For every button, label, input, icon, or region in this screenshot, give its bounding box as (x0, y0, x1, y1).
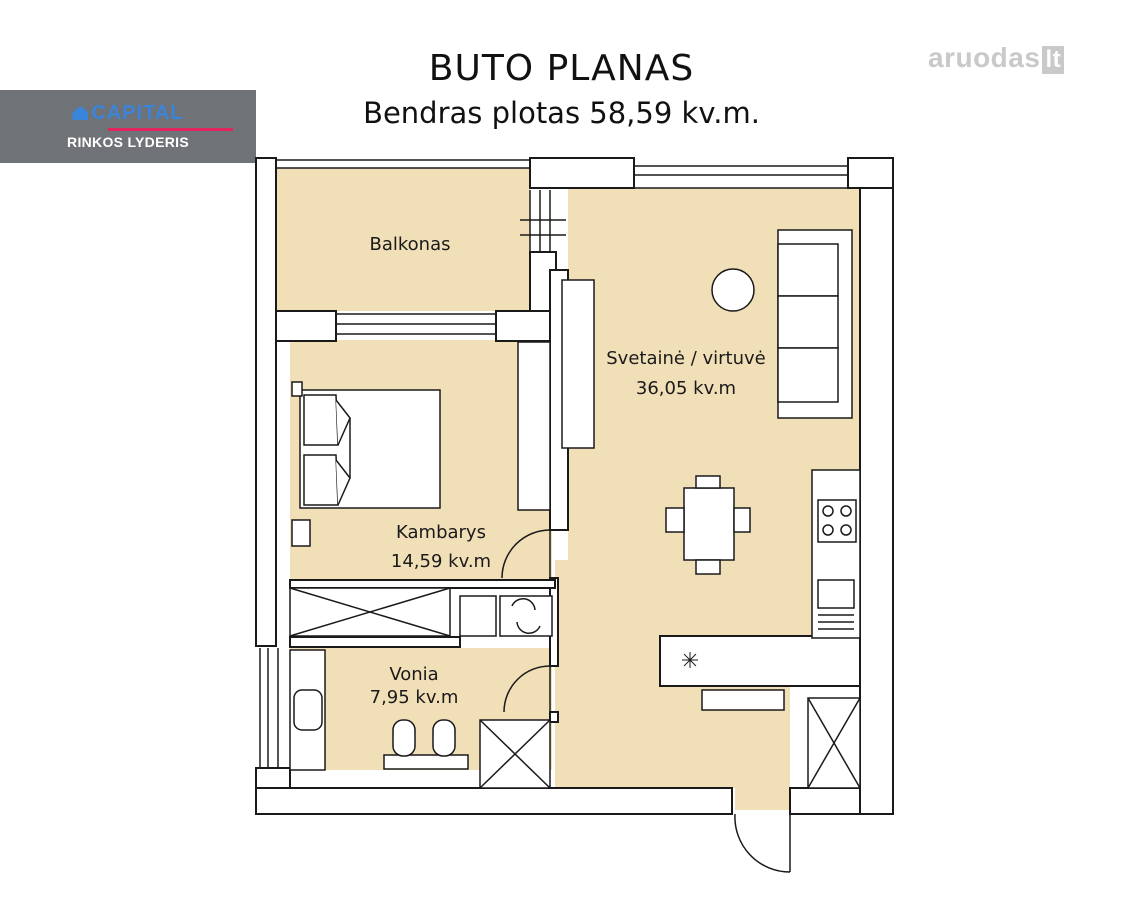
bedroom-name-label: Kambarys (396, 522, 486, 543)
bedroom-door (501, 529, 551, 579)
living-name-label: Svetainė / virtuvė (606, 348, 765, 369)
window-bedroom (336, 313, 496, 335)
bath-name-label: Vonia (389, 664, 438, 685)
house-icon (72, 106, 89, 120)
entry-floor (735, 700, 790, 810)
doors (501, 529, 791, 873)
entry-door (734, 813, 791, 873)
wall-bedroom-top-right (495, 310, 557, 342)
windows (259, 159, 848, 768)
wall-bedroom-bottom (289, 579, 556, 589)
agency-logo: CAPITAL RINKOS LYDERIS (0, 90, 256, 163)
wall-left-upper (255, 157, 277, 647)
window-living-top (634, 165, 848, 189)
double-bed (291, 381, 441, 547)
wall-top-mid (529, 157, 635, 189)
plan-title: BUTO PLANAS (428, 48, 695, 89)
kitchen-counter (811, 469, 861, 639)
balcony-door (520, 190, 566, 252)
total-area-subtitle: Bendras plotas 58,59 kv.m. (363, 96, 760, 130)
wall-top-right (847, 157, 894, 189)
watermark-text: aruodas (928, 42, 1041, 73)
entry-cabinet (807, 697, 861, 789)
bath-area-label: 7,95 kv.m (370, 687, 459, 708)
balcony-label: Balkonas (370, 234, 451, 255)
bath-door (503, 665, 551, 713)
tall-cabinet (561, 279, 595, 449)
built-in-wardrobe (289, 587, 451, 637)
hall-shelf (701, 689, 785, 711)
bedroom-wardrobe (517, 341, 551, 511)
round-table (711, 268, 755, 312)
wall-bedroom-top-left (275, 310, 337, 342)
wall-right (859, 157, 894, 815)
dining-set (665, 475, 751, 575)
wall-bath-top (289, 636, 461, 648)
window-bath (259, 648, 279, 768)
brand-underline (108, 128, 233, 131)
watermark-suffix: lt (1042, 46, 1065, 74)
bedroom-area-label: 14,59 kv.m (391, 551, 491, 572)
agency-tagline: RINKOS LYDERIS (67, 134, 189, 150)
fridge-mark (682, 652, 698, 668)
agency-brand: CAPITAL (0, 102, 256, 131)
wall-bath-right-lower (549, 711, 559, 723)
sofa (777, 229, 853, 419)
wall-kitchen-counter-end (659, 635, 861, 687)
wall-bottom (255, 787, 733, 815)
balcony-floor (275, 168, 530, 311)
window-balcony-top (276, 159, 530, 169)
bath-fixtures (289, 595, 553, 789)
walls (255, 157, 894, 815)
living-area-label: 36,05 kv.m (636, 378, 736, 399)
